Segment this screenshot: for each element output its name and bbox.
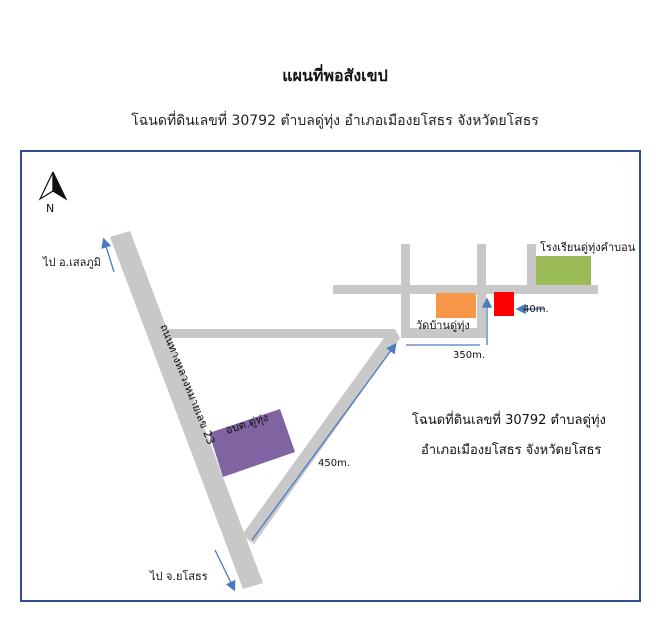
direction-arrows [101, 237, 545, 592]
school-label: โรงเรียนดู่ทุ่งคำบอน [540, 240, 636, 254]
distance-350m-label: 350m. [453, 350, 485, 361]
north-label: N [46, 202, 54, 215]
map-title: แผนที่พอสังเขป [282, 66, 388, 85]
arrow-south-direction [214, 549, 236, 592]
road-diagonal [242, 338, 400, 544]
parcel-note-line1: โฉนดที่ดินเลขที่ 30792 ตำบลดู่ทุ่ง [412, 411, 606, 428]
distance-40m-label: 40m. [523, 304, 549, 315]
temple-label: วัดบ้านดู่ทุ่ง [416, 319, 470, 332]
road-village-v2 [477, 244, 486, 338]
road-village-horizontal [333, 285, 598, 294]
arrow-north-direction [101, 237, 115, 273]
road-village-v3 [527, 244, 536, 285]
parcel-marker [494, 292, 514, 316]
roads [110, 231, 598, 589]
map-frame [20, 150, 641, 602]
north-arrow-icon [38, 171, 68, 201]
road-village-v1 [401, 244, 410, 338]
school-marker [536, 256, 591, 285]
arrow-450m [251, 342, 397, 541]
highway-23-road [110, 231, 263, 589]
road-to-south-label: ไป จ.ยโสธร [149, 569, 208, 583]
road-to-north-label: ไป อ.เสลภูมิ [42, 256, 101, 269]
road-west-east [155, 329, 400, 338]
sao-building [209, 409, 295, 477]
distance-450m-label: 450m. [318, 458, 350, 469]
road-temple-connector [405, 328, 486, 338]
map-subtitle: โฉนดที่ดินเลขที่ 30792 ตำบลดู่ทุ่ง อำเภอ… [131, 113, 539, 129]
parcel-note-line2: อำเภอเมืองยโสธร จังหวัดยโสธร [421, 442, 601, 458]
temple-marker [436, 293, 476, 318]
